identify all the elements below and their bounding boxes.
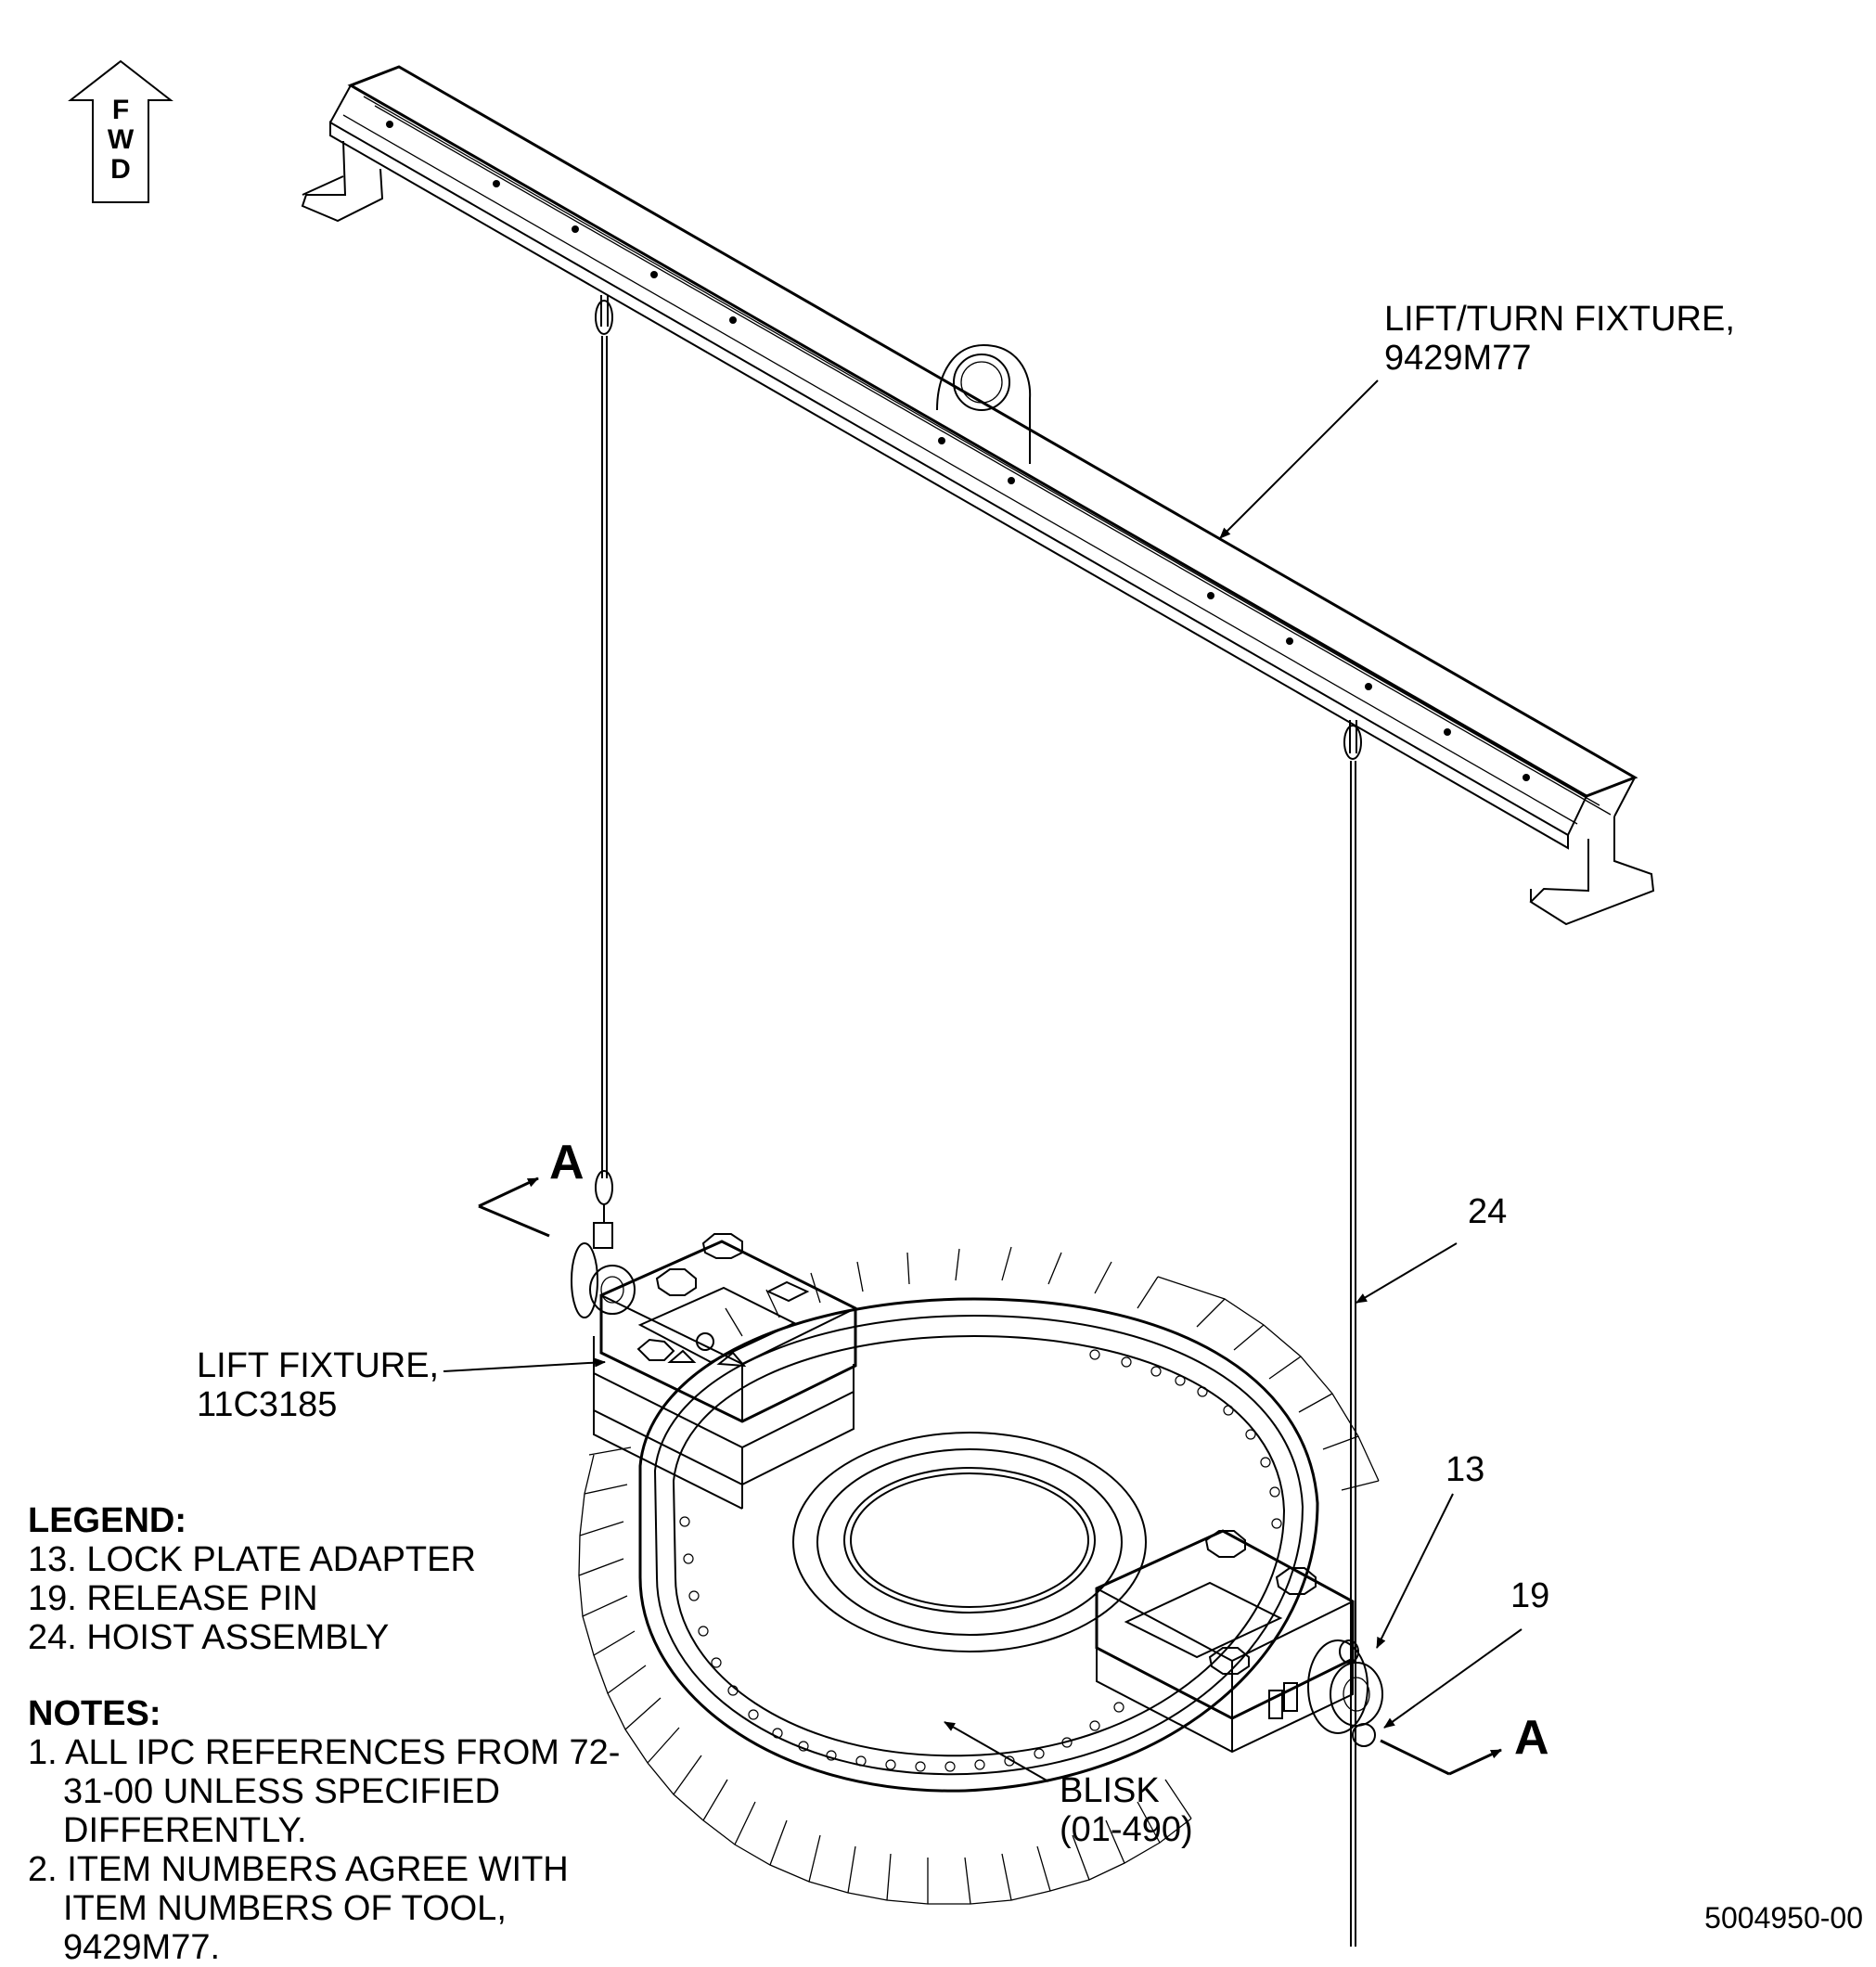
blisk-bolt-circle	[679, 1349, 1282, 1772]
item-13-callout: 13	[1446, 1450, 1484, 1489]
blisk	[578, 1246, 1380, 1905]
lift-fixture-label: LIFT FIXTURE,	[197, 1346, 439, 1385]
notes: NOTES: 1. ALL IPC REFERENCES FROM 72-31-…	[28, 1694, 659, 1967]
section-a-label-left: A	[549, 1136, 585, 1189]
lift-turn-fixture-part-number: 9429M77	[1384, 339, 1531, 378]
section-a-marker-left: A	[478, 1136, 585, 1238]
legend-item-24: 24. HOIST ASSEMBLY	[28, 1618, 390, 1657]
callout-lift-turn-fixture: LIFT/TURN FIXTURE, 9429M77	[1384, 300, 1735, 378]
blisk-reference: (01-490)	[1060, 1810, 1193, 1849]
blisk-label: BLISK	[1060, 1771, 1160, 1810]
lift-fixture-right	[1095, 1529, 1383, 1754]
forward-direction-arrow-icon: F W D	[68, 59, 173, 203]
legend-item-13: 13. LOCK PLATE ADAPTER	[28, 1540, 476, 1579]
lift-turn-fixture-label: LIFT/TURN FIXTURE,	[1384, 300, 1735, 339]
note-1: 1. ALL IPC REFERENCES FROM 72-31-00 UNLE…	[28, 1733, 621, 1850]
callout-blisk: BLISK (01-490)	[1060, 1771, 1193, 1849]
legend: LEGEND: 13. LOCK PLATE ADAPTER 19. RELEA…	[28, 1501, 476, 1657]
fwd-letter-f: F	[112, 95, 129, 125]
leader-lines	[443, 379, 1523, 1782]
notes-heading: NOTES:	[28, 1694, 161, 1733]
note-2: 2. ITEM NUMBERS AGREE WITH ITEM NUMBERS …	[28, 1850, 569, 1967]
legend-item-19: 19. RELEASE PIN	[28, 1579, 318, 1618]
lift-fixture-left	[571, 1204, 857, 1510]
blisk-blades	[578, 1246, 1380, 1905]
section-a-label-right: A	[1514, 1711, 1549, 1765]
fwd-letter-d: D	[110, 154, 131, 185]
beam-bolt-holes	[386, 121, 1530, 781]
hoist-assembly-cables	[595, 295, 1362, 1947]
item-19-callout: 19	[1510, 1576, 1549, 1615]
fwd-letter-w: W	[108, 124, 135, 155]
lift-fixture-part-number: 11C3185	[197, 1385, 337, 1424]
section-a-marker-right: A	[1380, 1711, 1549, 1776]
lift-turn-fixture-beam	[301, 65, 1655, 926]
callout-lift-fixture: LIFT FIXTURE, 11C3185	[197, 1346, 439, 1424]
legend-heading: LEGEND:	[28, 1501, 186, 1540]
figure-number: 5004950-00	[1704, 1901, 1863, 1935]
item-24-callout: 24	[1468, 1192, 1507, 1231]
